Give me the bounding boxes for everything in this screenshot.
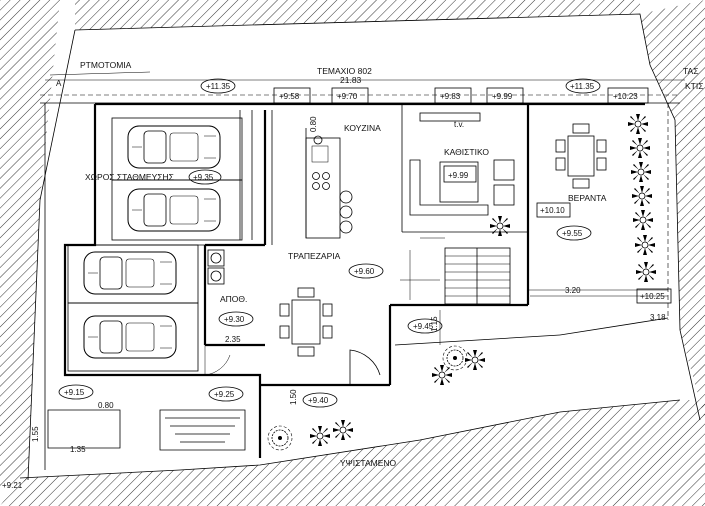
- door-swing-2: [204, 345, 231, 376]
- level-label: +9.70: [337, 92, 358, 101]
- bottom-label: ΥΨΙΣΤΑΜΕΝΟ: [340, 458, 397, 468]
- level-label: +9.99: [448, 171, 469, 180]
- level-label: +11.35: [206, 82, 231, 91]
- top-boundary-hatch: [75, 0, 640, 30]
- veranda-table: [555, 123, 607, 189]
- car-4: [83, 315, 177, 359]
- tree-1: [267, 425, 293, 451]
- dimension-label: 3.18: [650, 313, 666, 322]
- property-line-right: [649, 64, 701, 421]
- level-label: +9.99: [492, 92, 513, 101]
- dimension-label: 1.50: [289, 389, 298, 405]
- level-label: +9.83: [440, 92, 461, 101]
- level-label: +9.25: [214, 390, 235, 399]
- car-2: [127, 188, 221, 232]
- level-label: +9.35: [193, 173, 214, 182]
- property-line-bottom: [19, 399, 681, 479]
- living-label: ΚΑΘΙΣΤΙΚΟ: [444, 147, 489, 157]
- property-line-top: [74, 13, 651, 66]
- road-right-label: ΤΑΣ: [683, 66, 699, 76]
- tree-2: [442, 345, 468, 371]
- parking-label: ΧΩΡΟΣ ΣΤΑΘΜΕΥΣΗΣ: [85, 172, 174, 182]
- storage-label: ΑΠΟΘ.: [220, 294, 247, 304]
- kitchen-label: ΚΟΥΖΙΝΑ: [344, 123, 381, 133]
- level-label: +9.15: [64, 388, 85, 397]
- living-furniture: [409, 112, 515, 216]
- level-label: +10.10: [540, 206, 565, 215]
- door-swing-1: [349, 349, 381, 385]
- road-right-label-2: ΚΤΙΣ: [685, 81, 703, 91]
- parcel-dimension: 21.83: [340, 75, 362, 85]
- entrance-steps: [159, 409, 246, 451]
- dimension-label: 1.35: [70, 445, 86, 454]
- building-outer-wall: [63, 104, 262, 458]
- dimension-label: 2.35: [225, 335, 241, 344]
- dimension-label: 3.20: [565, 286, 581, 295]
- level-label: +10.25: [640, 292, 665, 301]
- section-tag: A: [56, 79, 62, 88]
- dimension-label: 0.80: [98, 401, 114, 410]
- entrance-left-block: [47, 409, 121, 449]
- dining-label: ΤΡΑΠΕΖΑΡΙΑ: [288, 251, 341, 261]
- right-boundary-hatch: [640, 0, 705, 420]
- storage-fixtures: [207, 249, 225, 285]
- dimension-label: 1.55: [31, 426, 40, 442]
- level-label: +11.35: [570, 82, 595, 91]
- top-level-markers: [200, 78, 649, 104]
- level-label: +10.23: [613, 92, 638, 101]
- dining-table: [279, 287, 333, 357]
- veranda-label: ΒΕΡΑΝΤΑ: [568, 193, 607, 203]
- terrace-edge: [394, 334, 561, 346]
- level-label: +9.45: [413, 322, 434, 331]
- staircase: [400, 237, 511, 305]
- parcel-label: ΤΕΜΑΧΙΟ 802: [317, 66, 372, 76]
- road-left-line: [49, 71, 151, 76]
- dimension-label: 1.15: [430, 316, 439, 332]
- level-label: +9.21: [2, 481, 23, 490]
- parking-bays: [67, 110, 253, 372]
- car-1: [127, 125, 221, 169]
- level-label: +9.30: [224, 315, 245, 324]
- terrace-edge-2: [559, 317, 669, 336]
- property-line-left: [27, 29, 76, 481]
- kitchen-dim: 0.80: [309, 116, 318, 132]
- tv-label: t.v.: [454, 120, 464, 129]
- level-label: +9.60: [354, 267, 375, 276]
- left-boundary-hatch: [0, 0, 60, 490]
- lower-left-hatch: [0, 465, 260, 506]
- kitchen-counter: [305, 128, 353, 239]
- level-label: +9.55: [562, 229, 583, 238]
- level-label: +9.58: [279, 92, 300, 101]
- car-3: [83, 251, 177, 295]
- road-left-label: ΡΤΜΟΤΟΜΙΑ: [80, 60, 132, 70]
- bottom-boundary-hatch: [260, 400, 705, 506]
- level-label: +9.40: [308, 396, 329, 405]
